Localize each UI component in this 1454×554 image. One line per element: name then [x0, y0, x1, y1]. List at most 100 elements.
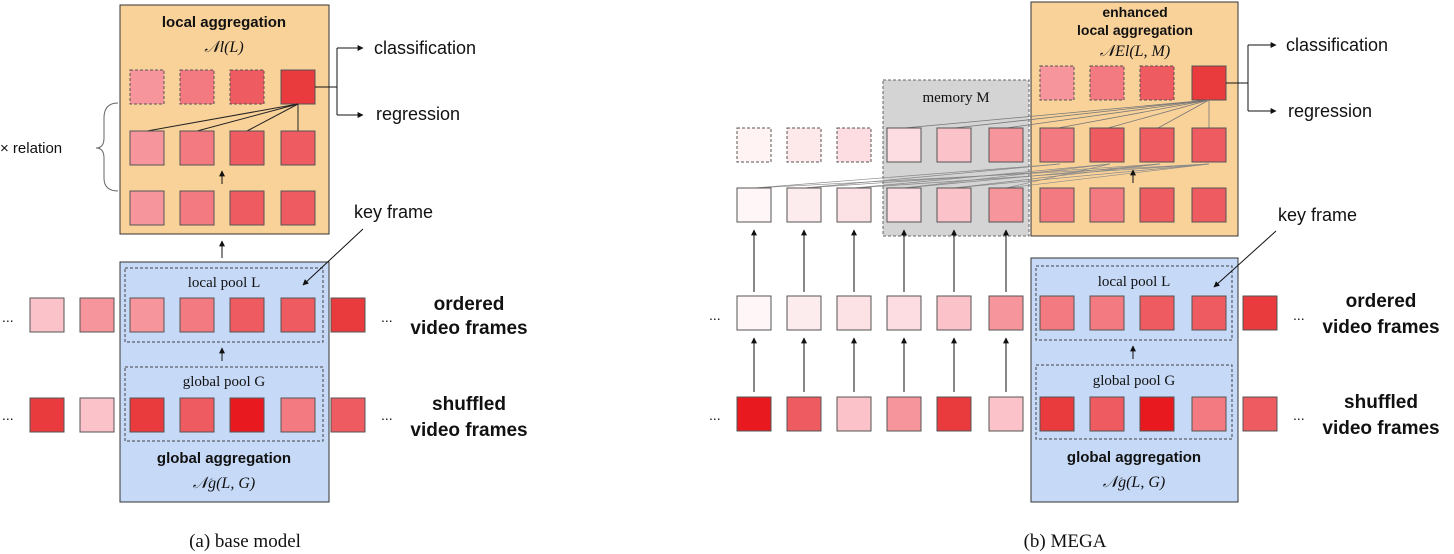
frame-box — [1139, 65, 1175, 101]
enhanced-formula: 𝒩El(L, M) — [1100, 43, 1170, 60]
global-aggregation-formula: 𝒩g(L, G) — [1103, 474, 1165, 491]
ellipsis: ... — [709, 307, 721, 323]
frame-box — [988, 187, 1024, 223]
frame-box — [886, 187, 922, 223]
global-aggregation-title: global aggregation — [157, 450, 291, 467]
frame-box — [229, 397, 265, 433]
enhanced-title: local aggregation — [1077, 22, 1193, 38]
frame-box — [886, 396, 922, 432]
frame-box — [988, 127, 1024, 163]
global-pool-box — [1035, 364, 1233, 440]
ellipsis: ... — [2, 309, 14, 325]
frame-box — [1191, 295, 1227, 331]
frame-box — [736, 396, 772, 432]
frame-box — [936, 295, 972, 331]
local-aggregation-title: local aggregation — [162, 14, 286, 31]
local-pool-box — [1035, 265, 1233, 341]
ordered-label: ordered — [1346, 291, 1417, 312]
frame-box — [1039, 127, 1075, 163]
frame-box — [79, 297, 115, 333]
frame-box — [179, 397, 215, 433]
frame-box — [1039, 65, 1075, 101]
ellipsis: ... — [2, 407, 14, 423]
global-aggregation-title: global aggregation — [1067, 449, 1201, 466]
ellipsis: ... — [1293, 407, 1305, 423]
caption-a: (a) base model — [189, 531, 301, 552]
frame-box — [29, 297, 65, 333]
frame-box — [1242, 396, 1278, 432]
frame-box — [1191, 187, 1227, 223]
key-frame-output-box — [1191, 65, 1227, 101]
panel-b-mega: memory M enhanced local aggregation 𝒩El(… — [709, 1, 1440, 552]
frame-box — [1139, 187, 1175, 223]
frame-box — [280, 397, 316, 433]
key-frame-label: key frame — [1278, 205, 1357, 225]
frame-box — [1089, 127, 1125, 163]
frame-box — [1039, 295, 1075, 331]
local-pool-label: local pool L — [1098, 274, 1170, 290]
frame-box — [179, 130, 215, 166]
ordered-label: ordered — [434, 294, 505, 315]
frame-box — [179, 69, 215, 105]
frame-box — [1039, 187, 1075, 223]
frame-box — [1089, 187, 1125, 223]
classification-label: classification — [1286, 35, 1388, 55]
frame-box — [229, 190, 265, 226]
frame-box — [179, 190, 215, 226]
local-aggregation-formula: 𝒩l(L) — [204, 39, 243, 56]
key-frame-arrow — [1213, 230, 1277, 288]
frame-box — [280, 130, 316, 166]
frame-box — [786, 295, 822, 331]
frame-box — [886, 127, 922, 163]
frame-box — [1039, 396, 1075, 432]
ellipsis: ... — [381, 407, 393, 423]
global-pool-box — [124, 366, 324, 442]
regression-label: regression — [1288, 101, 1372, 121]
ellipsis: ... — [1293, 307, 1305, 323]
frame-box — [836, 127, 872, 163]
frame-box — [1191, 127, 1227, 163]
frame-box — [936, 127, 972, 163]
frame-box — [786, 127, 822, 163]
frame-box — [836, 187, 872, 223]
frame-box — [786, 396, 822, 432]
key-frame-output-box — [280, 69, 316, 105]
frame-box — [1089, 396, 1125, 432]
frame-box — [280, 190, 316, 226]
frame-box — [280, 297, 316, 333]
frame-box — [1139, 127, 1175, 163]
relation-lines — [146, 103, 299, 132]
relation-brace — [95, 102, 119, 192]
relation-lines — [903, 99, 1210, 129]
key-frame-arrow — [302, 228, 364, 286]
frame-box — [129, 397, 165, 433]
frame-box — [736, 295, 772, 331]
frame-box — [1089, 295, 1125, 331]
upward-arrows — [751, 337, 1136, 392]
frame-box — [29, 397, 65, 433]
frame-box — [988, 295, 1024, 331]
frame-box — [129, 297, 165, 333]
frame-box — [330, 297, 366, 333]
upward-arrows — [751, 229, 1009, 292]
frame-box — [330, 397, 366, 433]
shuffled-label: video frames — [1322, 418, 1439, 439]
enhanced-title: enhanced — [1102, 4, 1167, 20]
shuffled-label: video frames — [410, 420, 527, 441]
ordered-label: video frames — [1322, 317, 1439, 338]
frame-box — [79, 397, 115, 433]
key-frame-label: key frame — [354, 202, 433, 222]
local-pool-label: local pool L — [188, 275, 260, 291]
frame-box — [129, 190, 165, 226]
frame-box — [886, 295, 922, 331]
shuffled-label: shuffled — [1344, 392, 1418, 413]
ellipsis: ... — [709, 407, 721, 423]
memory-label: memory M — [922, 90, 989, 106]
frame-box — [1191, 396, 1227, 432]
ordered-label: video frames — [410, 318, 527, 339]
frame-box — [229, 297, 265, 333]
frame-box — [1139, 396, 1175, 432]
frame-box — [1242, 295, 1278, 331]
relation-label: × relation — [0, 140, 62, 157]
